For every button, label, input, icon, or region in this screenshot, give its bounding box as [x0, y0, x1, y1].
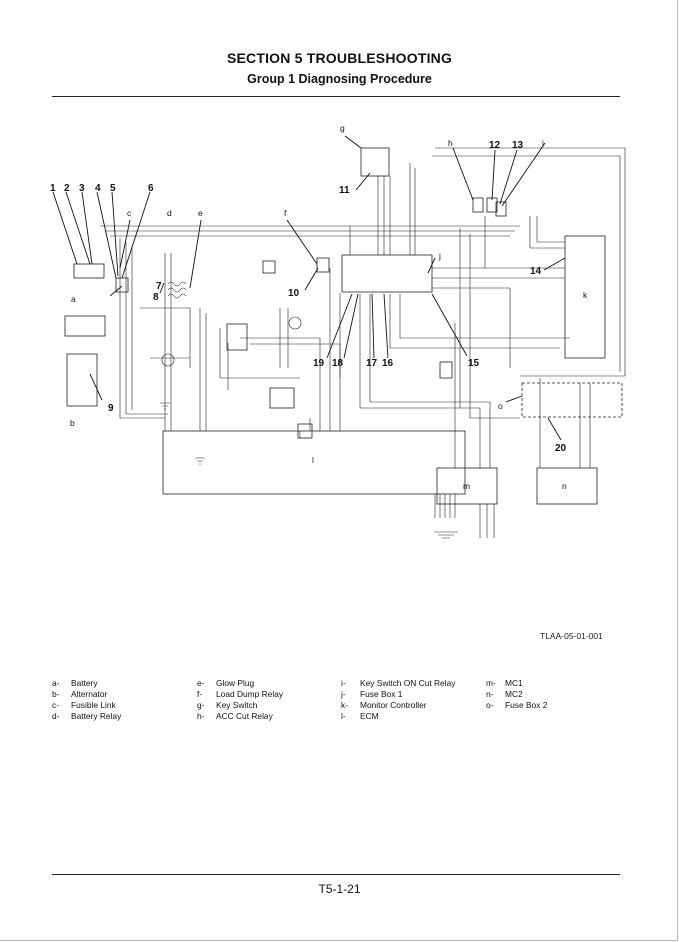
monitor-controller-box	[564, 235, 606, 359]
svg-text:n: n	[562, 481, 567, 491]
svg-text:j: j	[438, 251, 441, 261]
legend-item: e-Glow Plug	[197, 678, 255, 688]
page-number: T5-1-21	[318, 882, 361, 896]
svg-text:9: 9	[108, 403, 114, 414]
svg-text:5: 5	[110, 183, 116, 194]
svg-text:6: 6	[148, 183, 154, 194]
key-switch	[360, 147, 390, 177]
relay-lower	[269, 387, 295, 409]
relay-mid	[262, 260, 276, 274]
relay-h	[472, 197, 484, 213]
svg-text:a: a	[71, 294, 76, 304]
legend-item: l-ECM	[341, 711, 379, 721]
footer-rule	[52, 874, 620, 875]
svg-text:10: 10	[288, 288, 300, 299]
relay-12	[486, 197, 498, 213]
svg-text:g: g	[340, 123, 345, 133]
legend-item: m-MC1	[486, 678, 523, 688]
svg-text:14: 14	[530, 266, 542, 277]
legend-item: j-Fuse Box 1	[341, 689, 403, 699]
svg-text:19: 19	[313, 358, 325, 369]
legend-item: h-ACC Cut Relay	[197, 711, 273, 721]
svg-text:b: b	[70, 418, 75, 428]
relay-16	[297, 423, 313, 439]
legend-item: i-Key Switch ON Cut Relay	[341, 678, 456, 688]
legend-column-4: m-MC1 n-MC2 o-Fuse Box 2	[486, 678, 547, 711]
legend-item: a-Battery	[52, 678, 98, 688]
alternator-box	[66, 353, 98, 407]
legend-item: d-Battery Relay	[52, 711, 122, 721]
section-title: SECTION 5 TROUBLESHOOTING	[226, 50, 453, 66]
svg-text:15: 15	[468, 358, 480, 369]
svg-text:1: 1	[50, 183, 56, 194]
svg-text:f: f	[284, 208, 287, 218]
ecm-box	[162, 430, 466, 495]
svg-text:2: 2	[64, 183, 70, 194]
svg-text:o: o	[498, 401, 503, 411]
legend-item: k-Monitor Controller	[341, 700, 427, 710]
svg-text:17: 17	[366, 358, 378, 369]
mc2-box	[536, 467, 598, 505]
group-title: Group 1 Diagnosing Procedure	[247, 72, 432, 86]
svg-text:18: 18	[332, 358, 344, 369]
relay-left	[226, 323, 248, 351]
svg-text:8: 8	[153, 292, 159, 303]
svg-text:h: h	[448, 138, 453, 148]
svg-text:13: 13	[512, 140, 524, 151]
figure-code: TLAA-05-01-001	[540, 631, 603, 641]
legend-column-2: e-Glow Plug f-Load Dump Relay g-Key Swit…	[197, 678, 283, 722]
legend-item: f-Load Dump Relay	[197, 689, 284, 699]
svg-text:20: 20	[555, 443, 567, 454]
legend-item: b-Alternator	[52, 689, 108, 699]
svg-text:3: 3	[79, 183, 85, 194]
legend-item: c-Fusible Link	[52, 700, 116, 710]
svg-text:12: 12	[489, 140, 501, 151]
legend-item: o-Fuse Box 2	[486, 700, 548, 710]
fuse-box-2	[521, 382, 623, 418]
svg-text:11: 11	[339, 185, 350, 196]
wiring-diagram: 1 2 3 4 5 6 7 8 9 10 11 12 13 14 15 16 1…	[50, 123, 626, 539]
battery-box	[64, 315, 106, 337]
svg-text:16: 16	[382, 358, 394, 369]
svg-text:d: d	[167, 208, 172, 218]
svg-text:e: e	[198, 208, 203, 218]
svg-text:m: m	[463, 481, 470, 491]
svg-text:c: c	[127, 208, 132, 218]
relay-f	[316, 257, 330, 273]
svg-text:k: k	[583, 290, 588, 300]
fuse-box-1	[341, 254, 433, 293]
legend-item: n-MC2	[486, 689, 523, 699]
svg-text:l: l	[312, 455, 314, 465]
mc1-box	[436, 467, 498, 505]
legend-item: g-Key Switch	[197, 700, 258, 710]
battery-terminals	[73, 263, 105, 279]
svg-text:i: i	[542, 138, 544, 148]
header-rule	[52, 96, 620, 97]
svg-text:7: 7	[156, 281, 162, 292]
legend-column-1: a-Battery b-Alternator c-Fusible Link d-…	[52, 678, 121, 722]
svg-text:4: 4	[95, 183, 101, 194]
legend-column-3: i-Key Switch ON Cut Relay j-Fuse Box 1 k…	[341, 678, 455, 722]
relay-far-right	[439, 361, 453, 379]
relay-i	[495, 201, 507, 217]
